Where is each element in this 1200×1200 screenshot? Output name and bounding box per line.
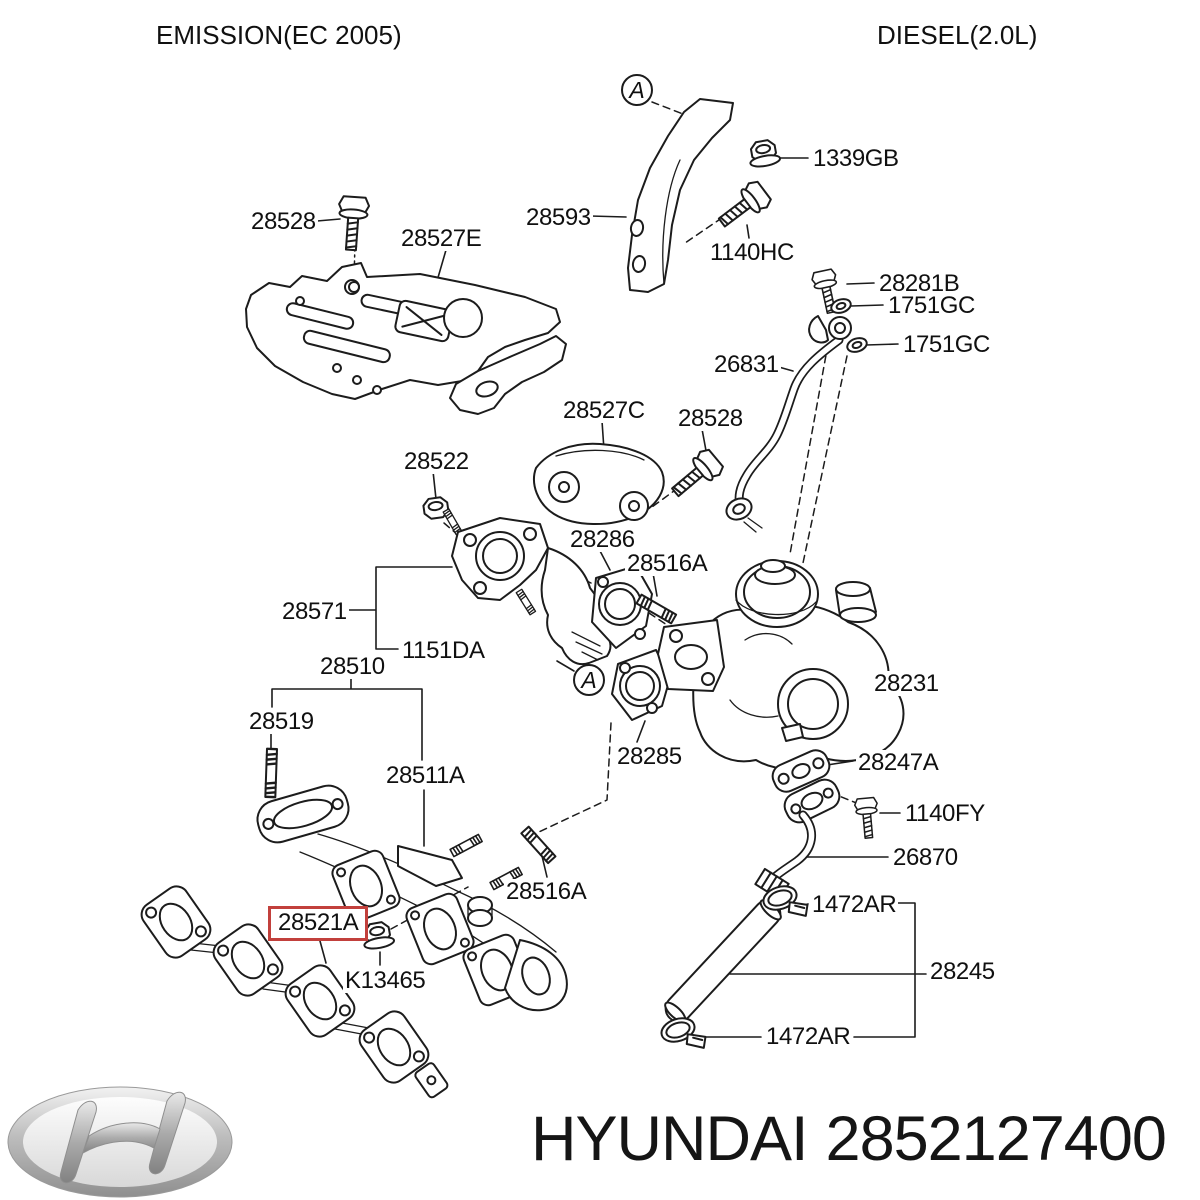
part-label-28231: 28231: [872, 670, 941, 697]
part-label-28522: 28522: [402, 448, 471, 475]
part-label-1472AR-1: 1472AR: [810, 891, 899, 918]
part-label-28527C: 28527C: [561, 397, 647, 424]
detail-marker-A-1: A: [621, 74, 653, 106]
heat-shield-upper-28527E: [245, 262, 567, 415]
part-label-28571: 28571: [280, 598, 349, 625]
shield-bolt-hole: [348, 281, 360, 293]
part-label-1751GC-1: 1751GC: [886, 292, 977, 319]
part-label-K13465: K13465: [343, 967, 428, 994]
turbocharger-28231: [657, 559, 905, 770]
gasket-28247A: [771, 749, 831, 793]
part-label-28510: 28510: [318, 653, 387, 680]
part-label-1751GC-2: 1751GC: [901, 331, 992, 358]
part-label-28516A-2: 28516A: [504, 878, 589, 905]
part-label-28511A: 28511A: [384, 762, 467, 789]
title-diesel: DIESEL(2.0L): [877, 20, 1038, 50]
gasket-28286: [591, 565, 653, 649]
part-label-28593: 28593: [524, 204, 593, 231]
stud-28516A-lower: [520, 825, 557, 865]
footer-brand: HYUNDAI: [531, 1104, 809, 1174]
oil-return-pipe-26870: [754, 778, 841, 901]
part-label-28245: 28245: [928, 958, 997, 985]
part-label-28519: 28519: [247, 708, 316, 735]
part-label-1472AR-2: 1472AR: [764, 1023, 853, 1050]
hyundai-logo: [7, 1086, 233, 1198]
egr-elbow-28571: [442, 508, 612, 666]
part-label-28521A: 28521A: [268, 906, 369, 942]
nut-1339GB: [745, 137, 782, 170]
part-label-28528-mid: 28528: [676, 405, 745, 432]
clamp-1472AR-lower: [657, 1011, 710, 1061]
part-label-1151DA: 1151DA: [400, 637, 487, 664]
bolt-28528-mid: [664, 445, 727, 505]
manifold-stud-a: [449, 833, 483, 858]
part-label-28285: 28285: [615, 743, 684, 770]
part-label-28281B: 28281B: [877, 270, 962, 297]
washer-1751GC-2: [844, 334, 870, 356]
part-label-28527E: 28527E: [399, 225, 484, 252]
part-label-28286: 28286: [568, 526, 637, 553]
heat-protector-28527C: [533, 442, 665, 525]
bolt-1140FY: [853, 796, 881, 840]
part-label-1140FY: 1140FY: [903, 800, 987, 827]
oil-feed-pipe-26831: [725, 267, 870, 533]
gasket-28285: [611, 649, 671, 721]
bolt-1140HC: [711, 177, 775, 236]
part-label-28528-top: 28528: [249, 208, 318, 235]
manifold-gasket-28521A: [135, 880, 449, 1099]
part-label-28247A: 28247A: [856, 749, 941, 776]
part-label-26870: 26870: [891, 844, 960, 871]
stud-28519: [264, 747, 279, 799]
exhaust-manifold-28511A: [256, 747, 568, 1012]
detail-marker-A-2: A: [573, 664, 605, 696]
part-label-26831: 26831: [712, 351, 781, 378]
leader-lines: [270, 157, 927, 1038]
title-emission: EMISSION(EC 2005): [156, 20, 402, 50]
oil-return-hose-28245: [657, 879, 812, 1061]
part-label-28516A-1: 28516A: [625, 550, 710, 577]
part-label-1140HC: 1140HC: [708, 239, 796, 266]
part-label-1339GB: 1339GB: [811, 145, 901, 172]
bolt-28528-top: [334, 194, 371, 252]
support-bracket-28593: [627, 98, 734, 293]
footer-part-number: 2852127400: [825, 1104, 1167, 1174]
